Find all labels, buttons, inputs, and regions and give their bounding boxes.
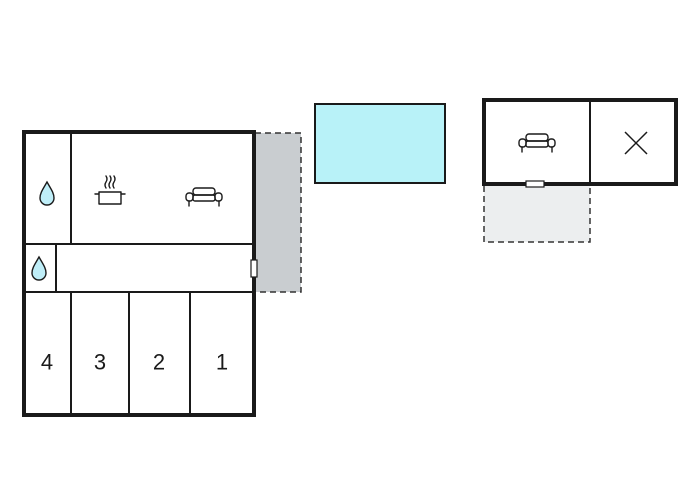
annex-door — [525, 180, 545, 188]
main-building-inner-walls — [24, 132, 254, 415]
cooking-pot-icon — [94, 175, 126, 205]
room-1-label: 1 — [216, 350, 228, 375]
close-x-icon — [624, 131, 648, 155]
sofa-icon — [185, 187, 223, 207]
water-drop-icon — [31, 255, 47, 281]
room-3-label: 3 — [94, 350, 106, 375]
terrace-main — [254, 132, 302, 293]
annex-building-walls — [482, 98, 678, 186]
hallway-door — [250, 259, 258, 278]
terrace-annex — [483, 183, 591, 243]
room-2-label: 2 — [153, 350, 165, 375]
sofa-icon — [518, 133, 556, 153]
pool — [314, 103, 446, 184]
room-4-label: 4 — [41, 350, 53, 375]
water-drop-icon — [39, 180, 55, 206]
